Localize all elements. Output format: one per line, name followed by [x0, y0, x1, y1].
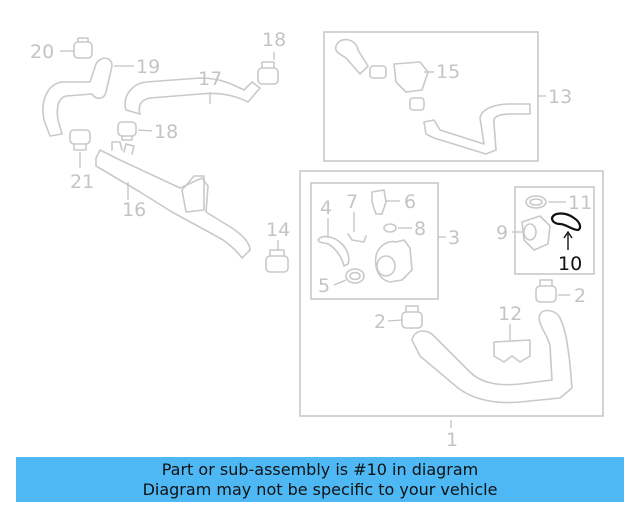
hose-part-13-b [423, 103, 531, 155]
hose-part-13-a [334, 38, 369, 75]
callout-9: 9 [496, 222, 508, 244]
callout-11: 11 [568, 192, 592, 214]
callout-13: 13 [548, 86, 572, 108]
sensor-part-6 [371, 189, 387, 215]
callout-1: 1 [446, 429, 458, 451]
callout-5: 5 [318, 275, 330, 297]
banner-line-disclaimer: Diagram may not be specific to your vehi… [142, 480, 498, 499]
callout-20: 20 [30, 41, 54, 63]
seal-part-4 [317, 235, 350, 267]
leader-lines [60, 50, 573, 428]
clamp-part-21 [69, 129, 91, 151]
clamp-part-2-right [535, 279, 557, 303]
clip-part-7 [347, 233, 367, 243]
callout-19: 19 [136, 56, 160, 78]
clamp-part-20 [73, 37, 93, 59]
callout-21: 21 [70, 171, 94, 193]
callout-4: 4 [320, 197, 332, 219]
hose-part-17 [124, 77, 261, 115]
pipe-part-16 [95, 149, 251, 259]
callout-15: 15 [436, 61, 460, 83]
callout-18-upper: 18 [262, 29, 286, 51]
clamp-part-14 [265, 249, 289, 273]
callout-2-left: 2 [374, 311, 386, 333]
callout-6: 6 [404, 191, 416, 213]
callout-2-right: 2 [574, 285, 586, 307]
valve-part-15 [393, 61, 429, 93]
clamp-part-18-lower [117, 121, 137, 141]
callout-labels: 20 19 21 18 17 18 16 14 15 13 6 8 3 4 7 … [30, 29, 592, 451]
clamp-part-2-left [401, 305, 423, 329]
callout-18-lower: 18 [154, 121, 178, 143]
clip-part-10-highlighted [550, 212, 582, 232]
oring-part-11 [525, 195, 547, 209]
callout-14: 14 [266, 219, 290, 241]
hose-part-19 [42, 57, 113, 137]
hose-part-1 [411, 309, 573, 404]
banner-line-part-number: Part or sub-assembly is #10 in diagram [161, 460, 479, 479]
callout-10-highlighted: 10 [558, 253, 582, 275]
box-assembly-1 [299, 170, 604, 417]
clamp-part-18-upper [257, 61, 279, 85]
callout-3: 3 [448, 227, 460, 249]
box-assembly-13 [323, 31, 539, 162]
callout-8: 8 [414, 218, 426, 240]
info-banner: Part or sub-assembly is #10 in diagram D… [16, 457, 624, 502]
box-sub-assembly-3 [310, 182, 439, 300]
box-sub-assembly-9 [514, 186, 595, 275]
oring-part-8 [383, 223, 397, 233]
hose-assembly-left [42, 37, 289, 273]
oring-part-5 [345, 268, 365, 284]
callout-17: 17 [198, 68, 222, 90]
bracket-part-12 [493, 339, 531, 363]
callout-16: 16 [122, 199, 146, 221]
callout-7: 7 [346, 191, 358, 213]
callout-12: 12 [498, 303, 522, 325]
parts-diagram: 20 19 21 18 17 18 16 14 15 13 6 8 3 4 7 … [30, 29, 604, 451]
